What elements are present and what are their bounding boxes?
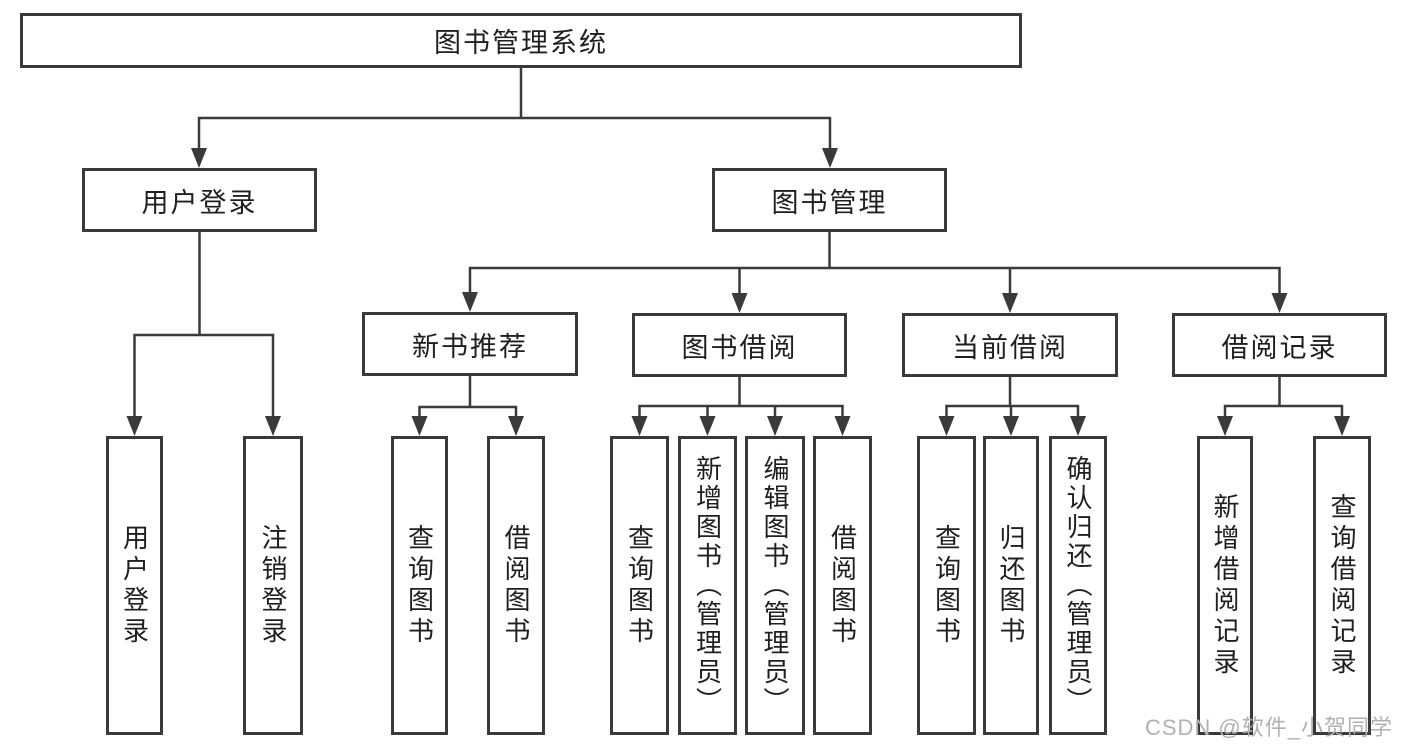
connector-user-login-to-leaves (133, 230, 275, 422)
leaf-borrow-edit-books-admin: 编辑图书（管理员） (745, 436, 805, 735)
leaf-records-query-borrow-record-label: 查询借阅记录 (1327, 492, 1357, 679)
leaf-borrow-query-books-label: 查询图书 (624, 523, 655, 648)
leaf-recommend-borrow-books: 借阅图书 (487, 436, 545, 735)
leaf-current-return-books-label: 归还图书 (996, 523, 1026, 648)
connector-borrowing-records-to-leaves (1223, 375, 1344, 422)
node-user-login: 用户登录 (82, 168, 317, 232)
leaf-current-confirm-return-admin: 确认归还（管理员） (1049, 436, 1107, 735)
leaf-current-confirm-return-admin-label: 确认归还（管理员） (1063, 455, 1093, 716)
arrow-down-icon (462, 292, 478, 312)
connector-new-book-recommendation-to-leaves (418, 374, 518, 422)
arrow-down-icon (265, 416, 281, 436)
arrow-down-icon (1271, 293, 1288, 313)
arrow-down-icon (631, 416, 648, 436)
arrow-down-icon (126, 416, 143, 436)
node-book-borrowing-label: 图书借阅 (681, 332, 798, 363)
arrow-down-icon (508, 416, 524, 436)
arrow-down-icon (731, 293, 748, 313)
leaf-logout: 注销登录 (243, 436, 303, 735)
arrow-down-icon (1002, 293, 1018, 313)
connector-current-borrowing-to-leaves (945, 375, 1080, 422)
leaf-current-query-books-label: 查询图书 (931, 523, 962, 648)
leaf-recommend-borrow-books-label: 借阅图书 (501, 523, 531, 648)
arrow-down-icon (1070, 416, 1086, 436)
arrow-down-icon (822, 148, 838, 168)
leaf-current-return-books: 归还图书 (983, 436, 1039, 735)
leaf-records-add-borrow-record-label: 新增借阅记录 (1210, 492, 1240, 679)
connector-root-to-level1 (197, 66, 832, 154)
leaf-borrow-borrow-books: 借阅图书 (813, 436, 872, 735)
leaf-current-query-books: 查询图书 (917, 436, 976, 735)
leaf-borrow-edit-books-admin-label: 编辑图书（管理员） (760, 455, 790, 716)
leaf-recommend-query-books: 查询图书 (391, 436, 448, 735)
node-book-management-label: 图书管理 (771, 187, 888, 218)
node-current-borrowing: 当前借阅 (902, 313, 1118, 377)
leaf-borrow-borrow-books-label: 借阅图书 (827, 523, 858, 648)
node-borrowing-records-label: 借阅记录 (1221, 332, 1338, 363)
leaf-user-login-label: 用户登录 (119, 523, 150, 648)
arrow-down-icon (767, 416, 783, 436)
node-current-borrowing-label: 当前借阅 (952, 332, 1068, 363)
node-new-book-recommendation-label: 新书推荐 (412, 331, 528, 362)
leaf-user-login: 用户登录 (106, 436, 163, 735)
arrow-down-icon (411, 416, 428, 436)
leaf-recommend-query-books-label: 查询图书 (404, 523, 435, 648)
arrow-down-icon (1334, 416, 1350, 436)
arrow-down-icon (1217, 416, 1233, 436)
leaf-records-add-borrow-record: 新增借阅记录 (1197, 436, 1253, 735)
leaf-borrow-add-books-admin-label: 新增图书（管理员） (692, 455, 723, 716)
connector-book-borrowing-to-leaves (638, 375, 844, 422)
watermark: CSDN @软件_小贺同学 (1144, 715, 1393, 740)
leaf-logout-label: 注销登录 (258, 523, 288, 648)
arrow-down-icon (699, 416, 716, 436)
arrow-down-icon (834, 416, 851, 436)
node-book-borrowing: 图书借阅 (632, 313, 847, 377)
connector-book-management-to-sections (468, 230, 1281, 299)
leaf-records-query-borrow-record: 查询借阅记录 (1313, 436, 1371, 735)
node-library-management-system: 图书管理系统 (20, 13, 1022, 68)
arrow-down-icon (1003, 416, 1019, 436)
arrow-down-icon (191, 148, 207, 168)
node-borrowing-records: 借阅记录 (1172, 313, 1387, 377)
arrow-down-icon (938, 416, 955, 436)
node-new-book-recommendation: 新书推荐 (362, 312, 578, 376)
leaf-borrow-query-books: 查询图书 (610, 436, 669, 735)
leaf-borrow-add-books-admin: 新增图书（管理员） (678, 436, 737, 735)
arrowheads (126, 148, 1350, 436)
node-user-login-label: 用户登录 (141, 187, 258, 218)
node-library-management-system-label: 图书管理系统 (434, 28, 608, 58)
node-book-management: 图书管理 (712, 168, 947, 232)
